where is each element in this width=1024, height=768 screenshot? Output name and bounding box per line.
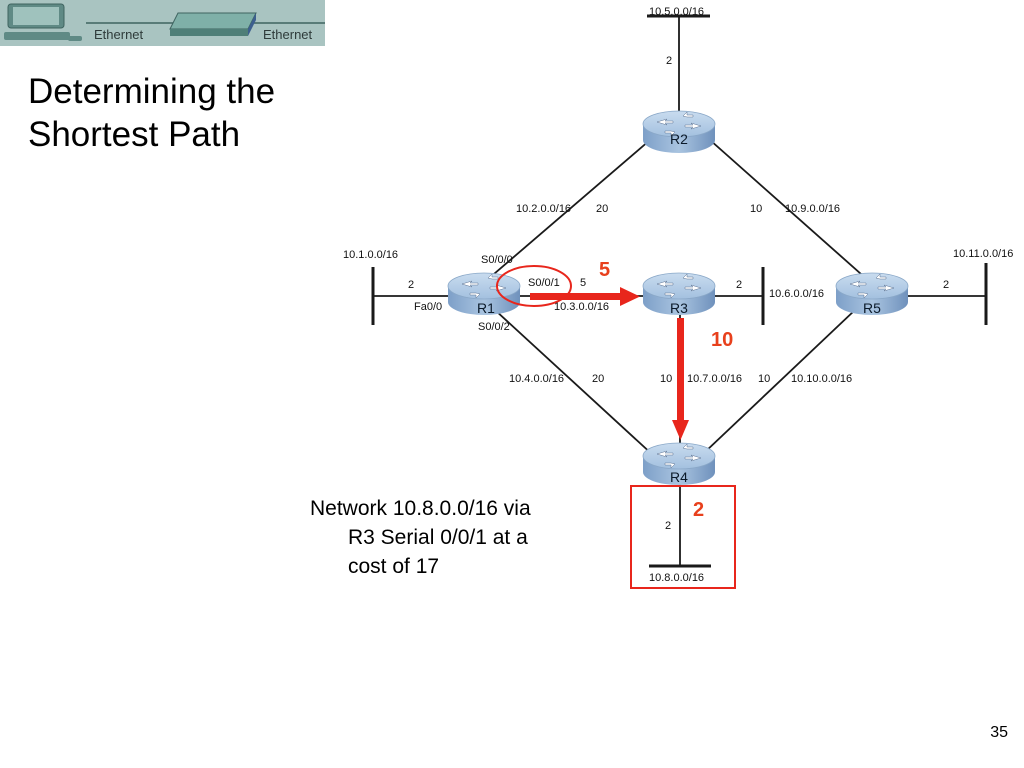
banner-graphic: [4, 3, 325, 41]
caption-line-3: cost of 17: [348, 555, 440, 578]
router-r3[interactable]: R3: [642, 272, 716, 316]
interface-label-s0-0-1: S0/0/1: [528, 277, 560, 289]
interface-highlight-circle: [496, 265, 572, 307]
network-label-10-3: 10.3.0.0/16: [554, 301, 609, 313]
cost-label-r2-r5: 10: [750, 203, 762, 215]
cost-label-r4-lan: 2: [665, 520, 671, 532]
highlight-cost-r4-lan: 2: [693, 499, 704, 521]
cost-label-r1-lan: 2: [408, 279, 414, 291]
network-label-10-10: 10.10.0.0/16: [791, 373, 852, 385]
network-label-10-8: 10.8.0.0/16: [649, 572, 704, 584]
header-banner: Ethernet Ethernet: [0, 0, 325, 46]
link-r5-r4: [704, 309, 856, 453]
cost-label-r3-lan: 2: [736, 279, 742, 291]
router-r1-label: R1: [477, 300, 495, 316]
network-label-10-4: 10.4.0.0/16: [509, 373, 564, 385]
interface-label-s0-0-2: S0/0/2: [478, 321, 510, 333]
cost-label-r1-r3: 5: [580, 277, 586, 289]
title-line-2: Shortest Path: [28, 115, 241, 154]
ethernet-label-left: Ethernet: [94, 27, 144, 42]
highlight-cost-r3-r4: 10: [711, 329, 733, 351]
router-r2[interactable]: R2: [642, 110, 716, 154]
link-r1-r2: [479, 139, 651, 287]
caption-line-1: Network 10.8.0.0/16 via: [310, 497, 531, 520]
router-r5-label: R5: [863, 300, 881, 316]
title-line-1: Determining the: [28, 72, 276, 111]
link-r2-r5: [709, 139, 871, 283]
cost-label-r5-lan: 2: [943, 279, 949, 291]
router-r5[interactable]: R5: [835, 272, 909, 316]
router-r3-label: R3: [670, 300, 688, 316]
cost-label-r3-r4: 10: [660, 373, 672, 385]
network-label-10-2: 10.2.0.0/16: [516, 203, 571, 215]
ethernet-label-right: Ethernet: [263, 27, 313, 42]
switch-icon: [169, 12, 257, 36]
path-arrow-r3-r4: [672, 318, 689, 440]
interface-label-s0-0-0: S0/0/0: [481, 254, 513, 266]
path-arrow-r1-r3: [530, 287, 640, 306]
network-label-10-9: 10.9.0.0/16: [785, 203, 840, 215]
interface-label-fa0-0: Fa0/0: [414, 301, 442, 313]
network-label-10-1: 10.1.0.0/16: [343, 249, 398, 261]
link-r1-r4: [494, 309, 655, 457]
cost-label-r5-r4: 10: [758, 373, 770, 385]
highlight-cost-r1-r3: 5: [599, 259, 610, 281]
network-label-10-6: 10.6.0.0/16: [769, 288, 824, 300]
cost-label-r1-r4: 20: [592, 373, 604, 385]
cost-label-r2-lan: 2: [666, 55, 672, 67]
network-label-10-5: 10.5.0.0/16: [649, 6, 704, 18]
router-r4-label: R4: [670, 469, 688, 485]
router-r2-label: R2: [670, 131, 688, 147]
network-label-10-11: 10.11.0.0/16: [953, 248, 1013, 260]
router-r1[interactable]: R1: [447, 272, 521, 316]
slide-title: Determining the Shortest Path: [28, 70, 275, 156]
destination-highlight-box: [630, 485, 736, 589]
router-r4[interactable]: R4: [642, 442, 716, 486]
caption-line-2: R3 Serial 0/0/1 at a: [348, 526, 528, 549]
pc-icon: [4, 3, 82, 41]
network-label-10-7: 10.7.0.0/16: [687, 373, 742, 385]
cost-label-r1-r2: 20: [596, 203, 608, 215]
path-caption: Network 10.8.0.0/16 via R3 Serial 0/0/1 …: [310, 494, 610, 581]
page-number: 35: [990, 724, 1008, 741]
